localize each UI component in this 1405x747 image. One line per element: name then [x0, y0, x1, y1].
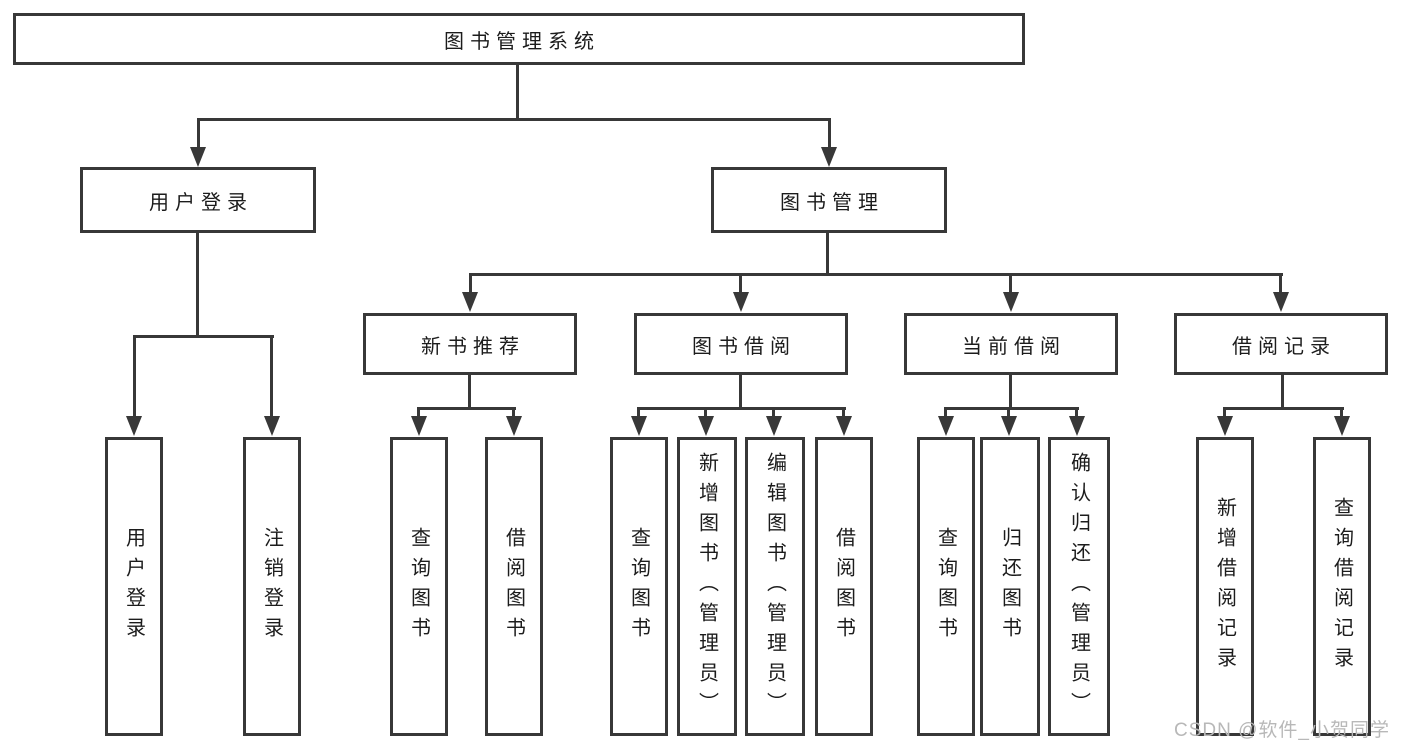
connector-line: [828, 118, 831, 148]
arrow-down-icon: [1273, 292, 1289, 312]
arrow-down-icon: [462, 292, 478, 312]
connector-line: [704, 407, 707, 416]
arrow-down-icon: [766, 416, 782, 436]
connector-line: [468, 375, 471, 407]
node-book-management: 图书管理: [711, 167, 947, 233]
node-user-login: 用户登录: [80, 167, 316, 233]
arrow-down-icon: [1001, 416, 1017, 436]
leaf-logout-label: 注销登录: [260, 526, 283, 647]
node-book-borrow-label: 图书借阅: [692, 335, 796, 358]
node-book-borrow: 图书借阅: [634, 313, 848, 375]
leaf-confirm-return-admin: 确认归还（管理员）: [1048, 437, 1110, 736]
watermark-text: CSDN @软件_小贺同学: [1174, 720, 1390, 741]
connector-line: [1009, 375, 1012, 407]
node-current-borrow-label: 当前借阅: [962, 335, 1066, 358]
connector-line: [417, 407, 420, 416]
leaf-add-borrow-record-label: 新增借阅记录: [1213, 496, 1236, 677]
connector-line: [944, 407, 947, 416]
connector-line: [739, 273, 742, 293]
leaf-borrow-books-recommend: 借阅图书: [485, 437, 543, 736]
node-borrow-records-label: 借阅记录: [1232, 335, 1336, 358]
arrow-down-icon: [1334, 416, 1350, 436]
arrow-down-icon: [1217, 416, 1233, 436]
connector-line: [1224, 407, 1344, 410]
node-book-management-label: 图书管理: [780, 191, 884, 214]
arrow-down-icon: [190, 147, 206, 167]
arrow-down-icon: [264, 416, 280, 436]
leaf-query-books-current-label: 查询图书: [934, 526, 957, 647]
arrow-down-icon: [1069, 416, 1085, 436]
connector-line: [469, 273, 1283, 276]
node-user-login-label: 用户登录: [149, 191, 253, 214]
connector-line: [197, 118, 831, 121]
leaf-query-borrow-record-label: 查询借阅记录: [1330, 496, 1353, 677]
connector-line: [945, 407, 1079, 410]
leaf-user-login-label: 用户登录: [122, 526, 145, 647]
connector-line: [270, 335, 273, 416]
node-new-book-recommend-label: 新书推荐: [421, 335, 525, 358]
leaf-query-books-recommend-label: 查询图书: [407, 526, 430, 647]
leaf-query-borrow-record: 查询借阅记录: [1313, 437, 1371, 736]
leaf-add-borrow-record: 新增借阅记录: [1196, 437, 1254, 736]
arrow-down-icon: [631, 416, 647, 436]
connector-line: [739, 375, 742, 407]
leaf-borrow-books-recommend-label: 借阅图书: [502, 526, 525, 647]
leaf-borrow-books: 借阅图书: [815, 437, 873, 736]
arrow-down-icon: [506, 416, 522, 436]
connector-line: [512, 407, 515, 416]
arrow-down-icon: [698, 416, 714, 436]
arrow-down-icon: [126, 416, 142, 436]
leaf-query-books-current: 查询图书: [917, 437, 975, 736]
connector-line: [1007, 407, 1010, 416]
node-root-library-management-system: 图书管理系统: [13, 13, 1025, 65]
connector-line: [1340, 407, 1343, 416]
leaf-confirm-return-admin-label: 确认归还（管理员）: [1067, 451, 1090, 722]
leaf-query-books-recommend: 查询图书: [390, 437, 448, 736]
connector-line: [418, 407, 516, 410]
leaf-edit-book-admin: 编辑图书（管理员）: [745, 437, 805, 736]
connector-line: [1223, 407, 1226, 416]
leaf-edit-book-admin-label: 编辑图书（管理员）: [763, 451, 786, 722]
connector-line: [1075, 407, 1078, 416]
leaf-query-books-borrow: 查询图书: [610, 437, 668, 736]
connector-line: [772, 407, 775, 416]
arrow-down-icon: [836, 416, 852, 436]
leaf-add-book-admin: 新增图书（管理员）: [677, 437, 737, 736]
connector-line: [637, 407, 640, 416]
node-root-label: 图书管理系统: [444, 30, 600, 53]
arrow-down-icon: [821, 147, 837, 167]
node-new-book-recommend: 新书推荐: [363, 313, 577, 375]
leaf-add-book-admin-label: 新增图书（管理员）: [695, 451, 718, 722]
connector-line: [1281, 375, 1284, 407]
connector-line: [1009, 273, 1012, 293]
arrow-down-icon: [938, 416, 954, 436]
connector-line: [516, 65, 519, 118]
leaf-borrow-books-label: 借阅图书: [832, 526, 855, 647]
arrow-down-icon: [733, 292, 749, 312]
connector-line: [638, 407, 846, 410]
connector-line: [133, 335, 136, 416]
connector-line: [1279, 273, 1282, 293]
leaf-return-book-label: 归还图书: [998, 526, 1021, 647]
node-borrow-records: 借阅记录: [1174, 313, 1388, 375]
connector-line: [842, 407, 845, 416]
leaf-return-book: 归还图书: [980, 437, 1040, 736]
connector-line: [196, 233, 199, 335]
arrow-down-icon: [411, 416, 427, 436]
leaf-logout: 注销登录: [243, 437, 301, 736]
connector-line: [826, 233, 829, 273]
connector-line: [197, 118, 200, 148]
arrow-down-icon: [1003, 292, 1019, 312]
node-current-borrow: 当前借阅: [904, 313, 1118, 375]
connector-line: [133, 335, 274, 338]
leaf-query-books-borrow-label: 查询图书: [627, 526, 650, 647]
connector-line: [469, 273, 472, 293]
leaf-user-login: 用户登录: [105, 437, 163, 736]
